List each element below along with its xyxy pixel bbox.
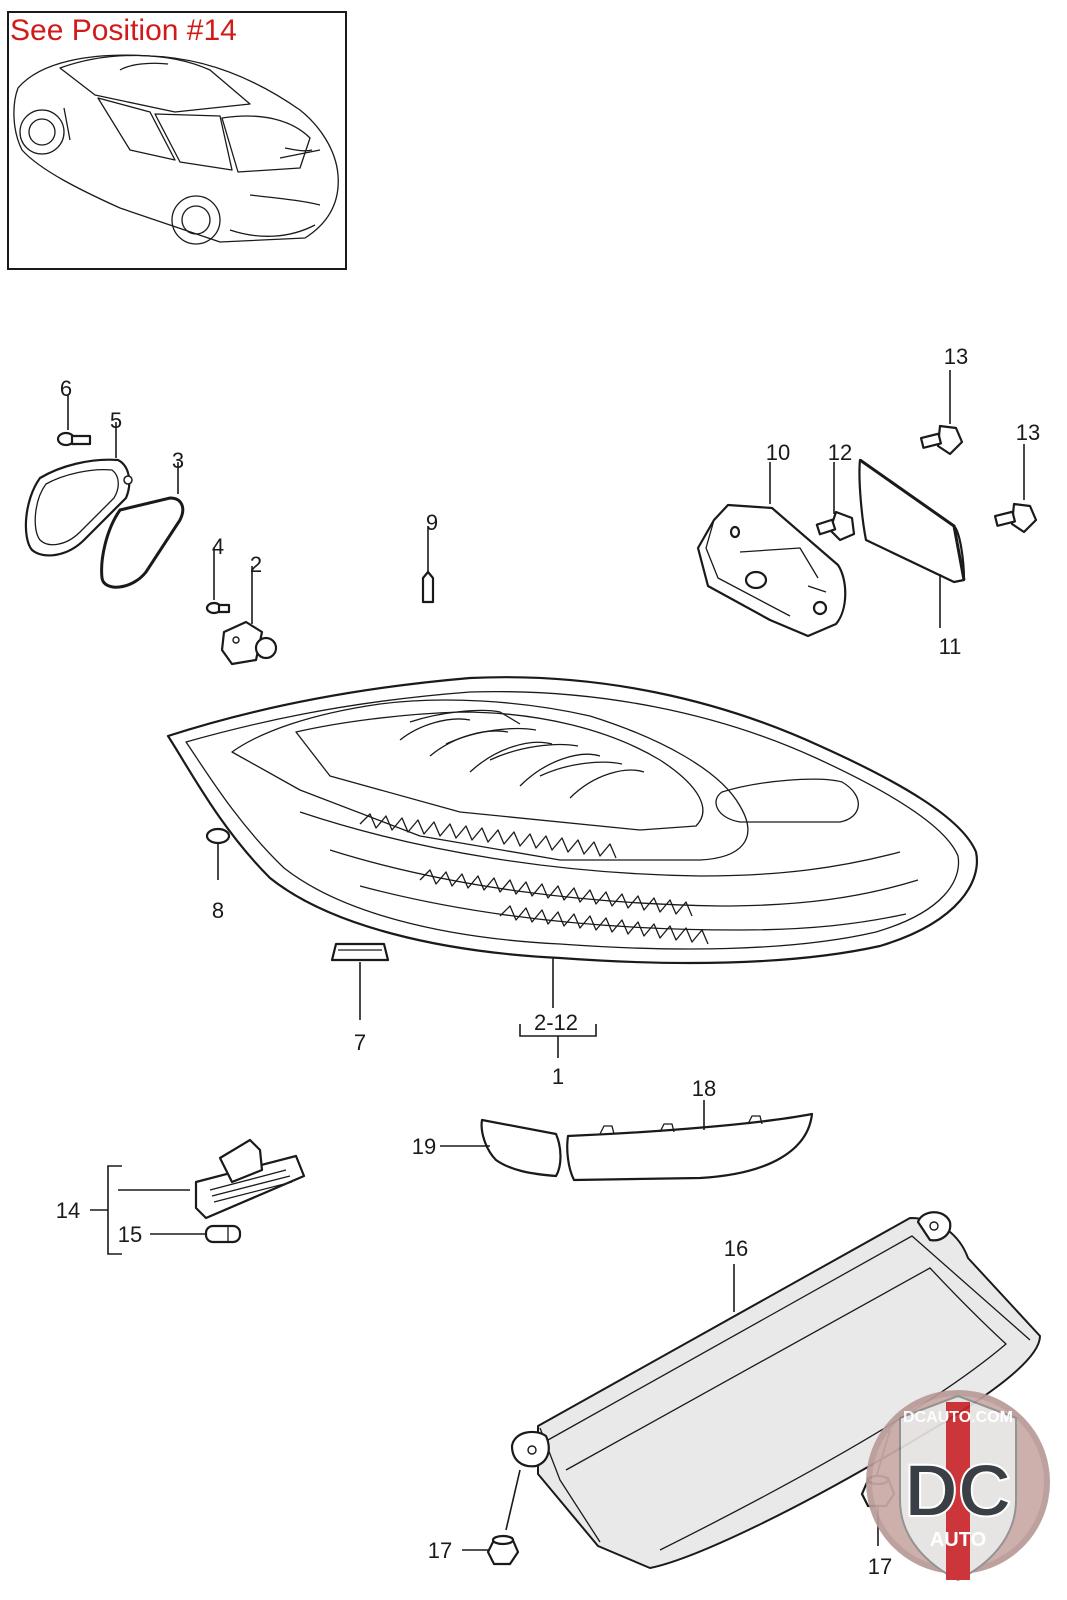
part-9-pin[interactable] (421, 526, 435, 604)
part-2-bulb-holder[interactable] (220, 566, 278, 666)
callout-10: 10 (766, 440, 790, 465)
part-11-pad[interactable] (858, 458, 966, 628)
reference-text: See Position #14 (10, 14, 237, 47)
part-6-screw[interactable] (56, 395, 92, 447)
callout-6: 6 (60, 376, 72, 401)
part-8-cap[interactable] (205, 827, 231, 880)
callout-8: 8 (212, 898, 224, 923)
part-18-trim-strip[interactable] (566, 1100, 814, 1182)
callout-14: 14 (56, 1198, 80, 1223)
callout-13-upper: 13 (944, 344, 968, 369)
callout-3: 3 (172, 448, 184, 473)
callout-12: 12 (828, 440, 852, 465)
callout-5: 5 (110, 408, 122, 433)
callout-13-right: 13 (1016, 420, 1040, 445)
part-7-clip[interactable] (330, 942, 390, 1020)
part-15-bulb[interactable] (150, 1224, 242, 1244)
part-19-reflector[interactable] (440, 1118, 562, 1178)
callout-11: 11 (939, 634, 962, 659)
part-5-gasket-frame[interactable] (24, 422, 133, 557)
part-14-license-light[interactable] (90, 1138, 306, 1255)
callout-9: 9 (426, 510, 438, 535)
part-17-nut-left[interactable] (462, 1534, 520, 1566)
part-4-screw[interactable] (205, 548, 231, 615)
car-illustration (13, 54, 339, 245)
reference-thumbnail[interactable]: See Position #14 (7, 11, 347, 270)
callout-19: 19 (412, 1134, 436, 1159)
part-13-screw-right[interactable] (993, 444, 1038, 534)
callout-1: 1 (552, 1064, 564, 1089)
callout-4: 4 (212, 534, 224, 559)
callout-2-12: 2-12 (534, 1010, 578, 1035)
callout-15: 15 (118, 1222, 142, 1247)
callout-17-right: 17 (868, 1554, 892, 1579)
watermark-sub: AUTO (930, 1529, 986, 1551)
callout-2: 2 (250, 552, 262, 577)
part-12-screw[interactable] (815, 462, 856, 542)
callout-16: 16 (724, 1236, 748, 1261)
watermark-mark: DC (905, 1449, 1012, 1532)
part-10-bracket[interactable] (696, 462, 847, 638)
dcauto-watermark-logo: DCAUTO.COM DC AUTO (866, 1390, 1050, 1582)
part-3-seal[interactable] (100, 462, 185, 589)
callout-18: 18 (692, 1076, 716, 1101)
callout-17-left: 17 (428, 1538, 452, 1563)
callout-7: 7 (354, 1030, 366, 1055)
watermark-domain: DCAUTO.COM (903, 1409, 1013, 1426)
part-13-screw-upper[interactable] (919, 370, 964, 456)
part-1-tail-light-assembly[interactable] (166, 676, 978, 1058)
